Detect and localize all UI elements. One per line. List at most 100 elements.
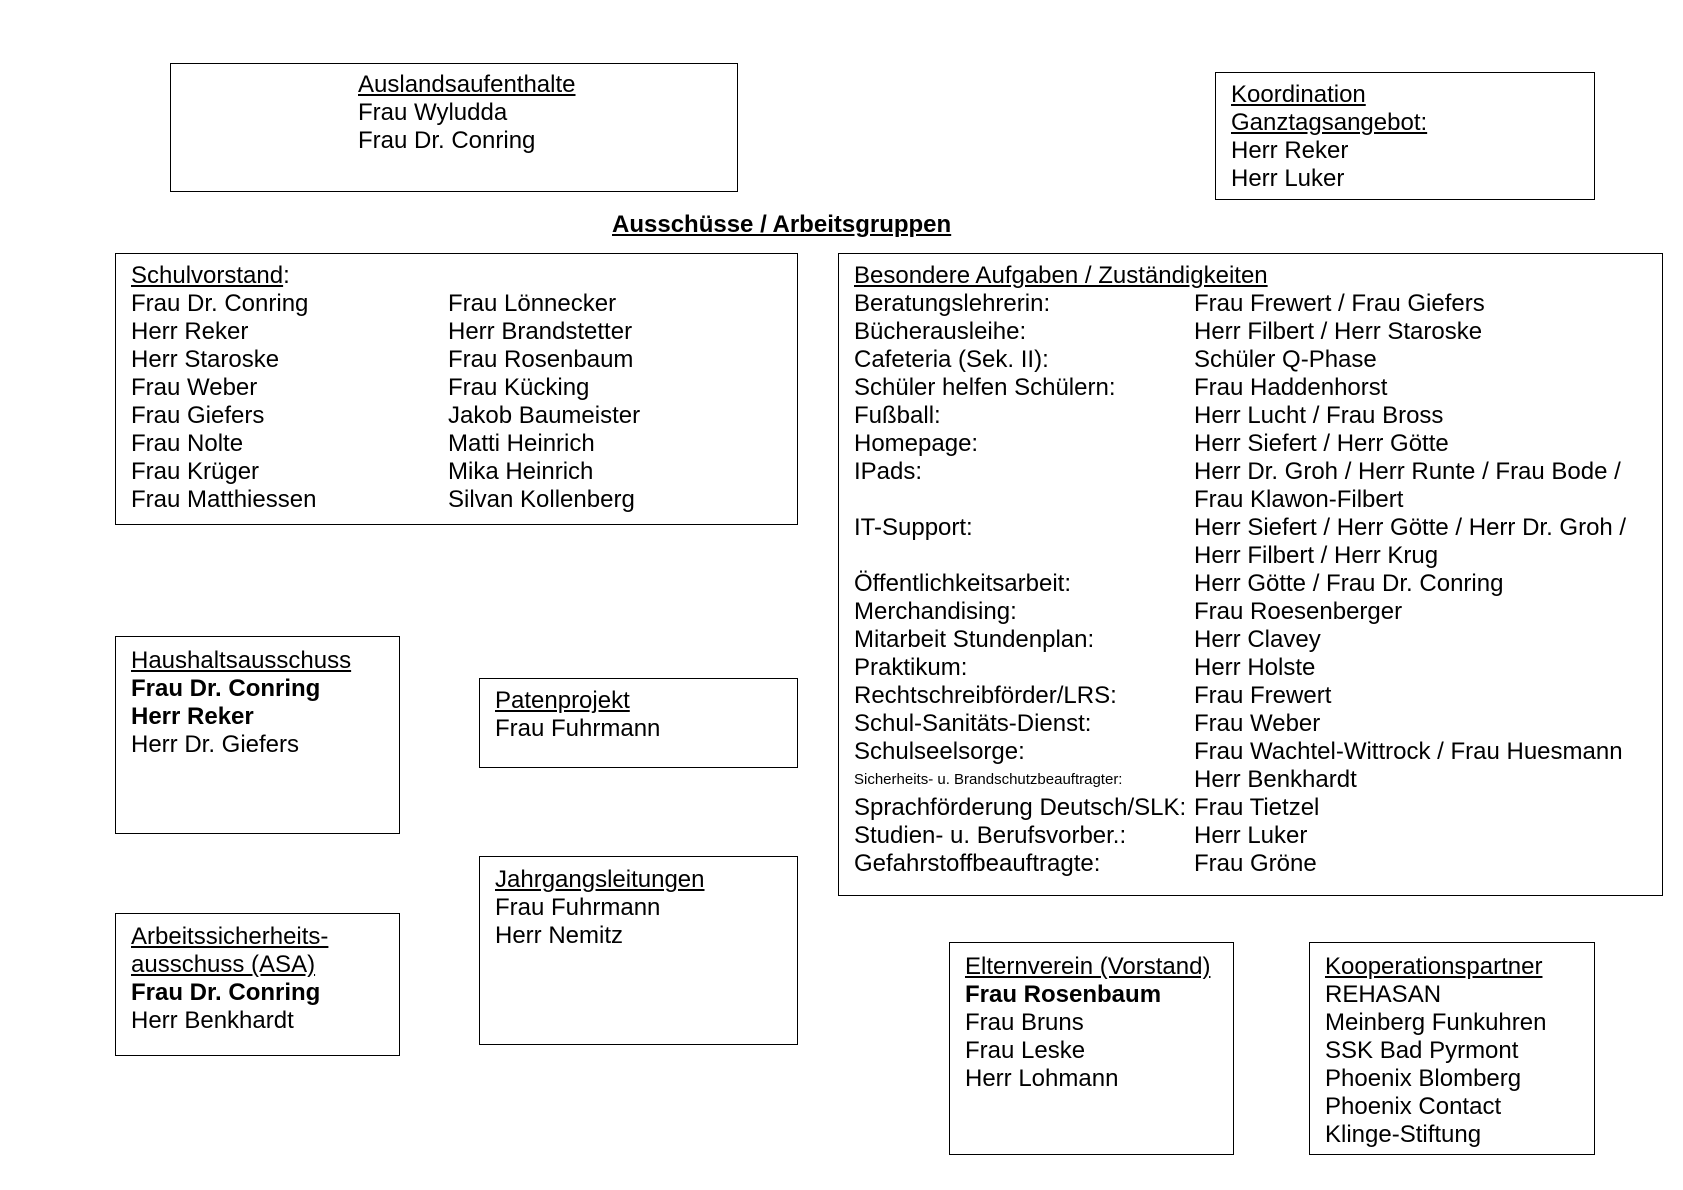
- member: Frau Fuhrmann: [495, 894, 661, 921]
- task-label: Sprachförderung Deutsch/SLK:: [854, 794, 1187, 821]
- task-person: Herr Götte / Frau Dr. Conring: [1194, 570, 1504, 597]
- asa-heading-line2: ausschuss (ASA): [131, 951, 316, 978]
- member: Frau Bruns: [965, 1009, 1084, 1036]
- task-person: Herr Filbert / Herr Krug: [1194, 542, 1439, 569]
- task-label: Sicherheits- u. Brandschutzbeauftragter:: [854, 771, 1123, 788]
- partner: REHASAN: [1325, 981, 1442, 1008]
- partner: Phoenix Contact: [1325, 1093, 1502, 1120]
- koordination-heading-line2: Ganztagsangebot:: [1231, 109, 1428, 136]
- jahrgangsleitungen-box: Jahrgangsleitungen Frau Fuhrmann Herr Ne…: [479, 856, 798, 1045]
- member: Herr Luker: [1231, 165, 1345, 192]
- task-label: IT-Support:: [854, 514, 973, 541]
- page-title: Ausschüsse / Arbeitsgruppen: [612, 211, 952, 238]
- task-label: Cafeteria (Sek. II):: [854, 346, 1049, 373]
- task-person: Herr Siefert / Herr Götte / Herr Dr. Gro…: [1194, 514, 1627, 541]
- partner: Phoenix Blomberg: [1325, 1065, 1522, 1092]
- kooperationspartner-box: Kooperationspartner REHASAN Meinberg Fun…: [1309, 942, 1595, 1155]
- task-person: Herr Filbert / Herr Staroske: [1194, 318, 1483, 345]
- member: Herr Benkhardt: [131, 1007, 294, 1034]
- kooperationspartner-heading: Kooperationspartner: [1325, 953, 1543, 980]
- member-lead: Frau Dr. Conring: [131, 979, 321, 1006]
- member: Matti Heinrich: [448, 430, 595, 457]
- schulvorstand-right-column: Frau Lönnecker Herr Brandstetter Frau Ro…: [448, 290, 640, 514]
- task-person: Frau Gröne: [1194, 850, 1317, 877]
- task-label: Schüler helfen Schülern:: [854, 374, 1116, 401]
- schulvorstand-heading: Schulvorstand: [131, 262, 284, 289]
- task-person: Herr Benkhardt: [1194, 766, 1357, 793]
- member: Frau Matthiessen: [131, 486, 317, 513]
- member: Silvan Kollenberg: [448, 486, 635, 513]
- member: Herr Brandstetter: [448, 318, 633, 345]
- member: Frau Wyludda: [358, 99, 508, 126]
- schulvorstand-colon: :: [283, 262, 290, 289]
- besondere-aufgaben-heading: Besondere Aufgaben / Zuständigkeiten: [854, 262, 1268, 289]
- task-person: Herr Luker: [1194, 822, 1308, 849]
- task-label: Bücherausleihe:: [854, 318, 1027, 345]
- task-label: Fußball:: [854, 402, 941, 429]
- task-label: Schulseelsorge:: [854, 738, 1025, 765]
- member: Herr Lohmann: [965, 1065, 1119, 1092]
- task-label: IPads:: [854, 458, 923, 485]
- schulvorstand-left-column: Frau Dr. Conring Herr Reker Herr Starosk…: [131, 290, 316, 514]
- member: Frau Rosenbaum: [448, 346, 634, 373]
- task-person: Frau Haddenhorst: [1194, 374, 1388, 401]
- task-label: Gefahrstoffbeauftragte:: [854, 850, 1101, 877]
- task-person: Frau Klawon-Filbert: [1194, 486, 1404, 513]
- task-person: Herr Dr. Groh / Herr Runte / Frau Bode /: [1194, 458, 1621, 485]
- asa-heading-line1: Arbeitssicherheits-: [131, 923, 329, 950]
- asa-box: Arbeitssicherheits- ausschuss (ASA) Frau…: [115, 913, 400, 1056]
- schulvorstand-box: Schulvorstand: Frau Dr. Conring Herr Rek…: [115, 253, 798, 525]
- member: Herr Reker: [1231, 137, 1349, 164]
- patenprojekt-heading: Patenprojekt: [495, 687, 630, 714]
- member: Herr Dr. Giefers: [131, 731, 300, 758]
- partner: Meinberg Funkuhren: [1325, 1009, 1547, 1036]
- task-person: Schüler Q-Phase: [1194, 346, 1377, 373]
- haushaltsausschuss-box: Haushaltsausschuss Frau Dr. Conring Herr…: [115, 636, 400, 834]
- task-person: Frau Weber: [1194, 710, 1321, 737]
- schulvorstand-heading-wrap: Schulvorstand:: [131, 262, 797, 290]
- patenprojekt-box: Patenprojekt Frau Fuhrmann: [479, 678, 798, 768]
- member: Herr Reker: [131, 318, 249, 345]
- auslandsaufenthalte-box: Auslandsaufenthalte Frau Wyludda Frau Dr…: [170, 63, 738, 192]
- task-person: Herr Siefert / Herr Götte: [1194, 430, 1449, 457]
- task-person: Herr Holste: [1194, 654, 1316, 681]
- koordination-heading-line1: Koordination: [1231, 81, 1366, 108]
- elternverein-box: Elternverein (Vorstand) Frau Rosenbaum F…: [949, 942, 1234, 1155]
- member: Frau Fuhrmann: [495, 715, 661, 742]
- tasks-table: Beratungslehrerin: Frau Frewert / Frau Gi…: [854, 290, 1662, 878]
- partner: Klinge-Stiftung: [1325, 1121, 1482, 1148]
- member: Frau Weber: [131, 374, 258, 401]
- member: Frau Dr. Conring: [358, 127, 536, 154]
- task-label: [854, 542, 1194, 570]
- task-person: Herr Lucht / Frau Bross: [1194, 402, 1444, 429]
- member: Jakob Baumeister: [448, 402, 641, 429]
- member: Mika Heinrich: [448, 458, 594, 485]
- task-label: Öffentlichkeitsarbeit:: [854, 570, 1071, 597]
- task-person: Frau Frewert / Frau Giefers: [1194, 290, 1485, 317]
- task-label: Merchandising:: [854, 598, 1017, 625]
- partner: SSK Bad Pyrmont: [1325, 1037, 1519, 1064]
- koordination-box: Koordination Ganztagsangebot: Herr Reker…: [1215, 72, 1595, 200]
- task-person: Frau Wachtel-Wittrock / Frau Huesmann: [1194, 738, 1623, 765]
- task-person: Frau Frewert: [1194, 682, 1332, 709]
- member: Frau Nolte: [131, 430, 244, 457]
- jahrgangsleitungen-heading: Jahrgangsleitungen: [495, 866, 705, 893]
- task-label: Studien- u. Berufsvorber.:: [854, 822, 1127, 849]
- task-person: Frau Roesenberger: [1194, 598, 1403, 625]
- task-label: Rechtschreibförder/LRS:: [854, 682, 1117, 709]
- task-label: Beratungslehrerin:: [854, 290, 1051, 317]
- haushaltsausschuss-heading: Haushaltsausschuss: [131, 647, 352, 674]
- member: Herr Staroske: [131, 346, 280, 373]
- member-lead: Frau Rosenbaum: [965, 981, 1162, 1008]
- task-label: Homepage:: [854, 430, 979, 457]
- member: Frau Kücking: [448, 374, 590, 401]
- elternverein-heading: Elternverein (Vorstand): [965, 953, 1211, 980]
- member: Frau Leske: [965, 1037, 1086, 1064]
- member-lead: Frau Dr. Conring: [131, 675, 321, 702]
- member-lead: Herr Reker: [131, 703, 254, 730]
- member: Herr Nemitz: [495, 922, 624, 949]
- member: Frau Lönnecker: [448, 290, 617, 317]
- member: Frau Krüger: [131, 458, 260, 485]
- member: Frau Dr. Conring: [131, 290, 309, 317]
- task-person: Frau Tietzel: [1194, 794, 1320, 821]
